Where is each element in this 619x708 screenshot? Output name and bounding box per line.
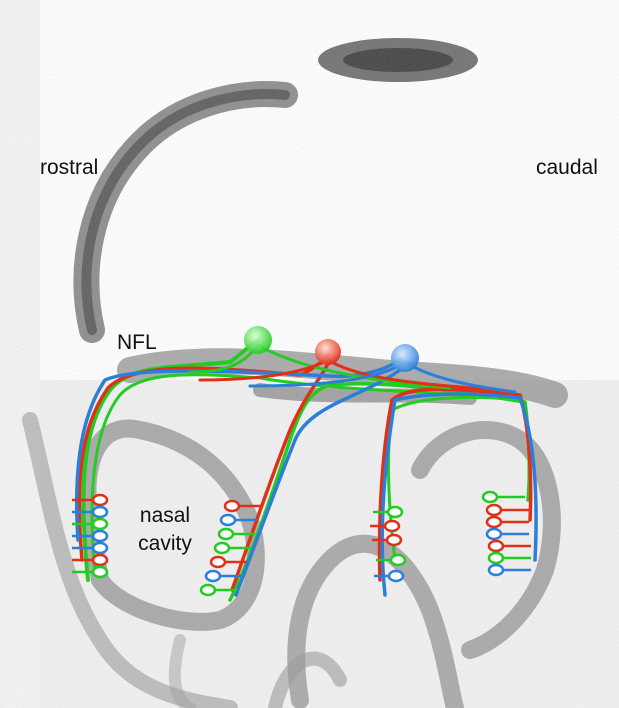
green-glomerulus [244,326,272,354]
caudal-label: caudal [536,157,598,178]
blue-glomerulus [391,344,419,372]
nasal-cavity-label: nasal cavity [134,502,196,558]
nasal-label-line1: nasal [134,502,196,530]
red-glomerulus [315,339,341,365]
nfl-label: NFL [117,332,157,353]
nasal-label-line2: cavity [134,530,196,558]
rostral-label: rostral [40,157,98,178]
